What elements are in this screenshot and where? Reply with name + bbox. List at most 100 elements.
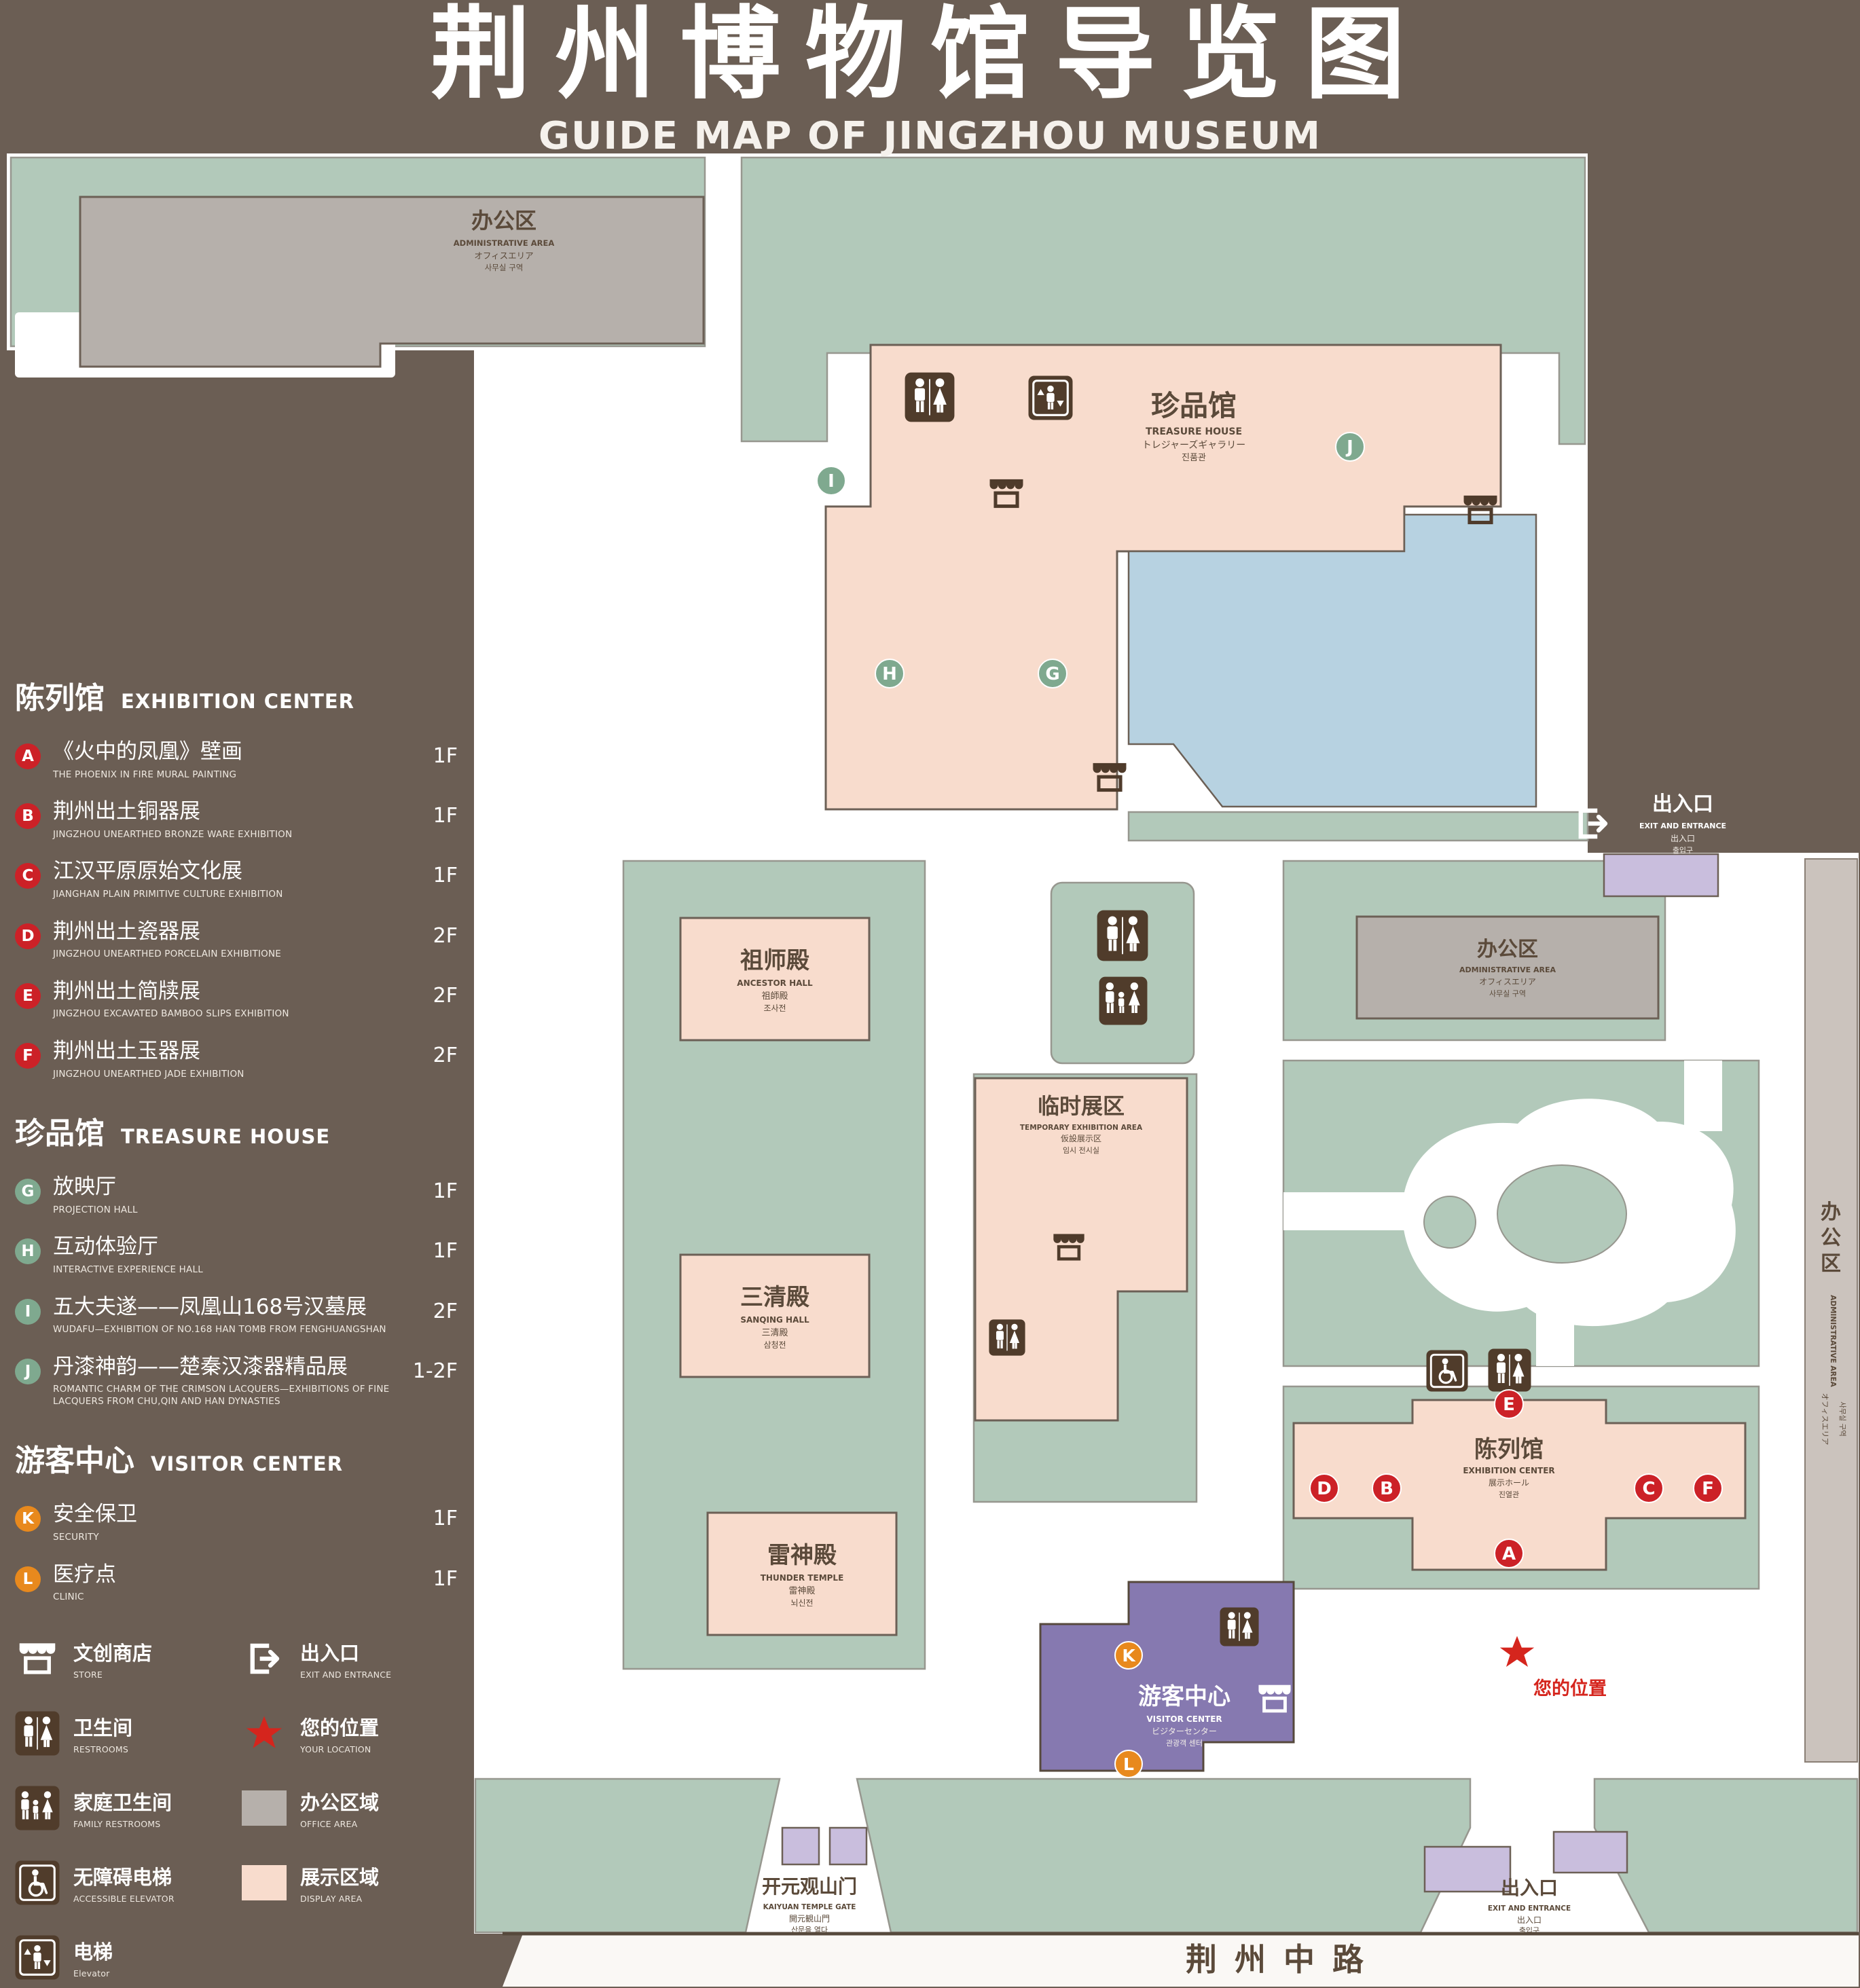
legend-item-F: F 荆州出土玉器展 JINGZHOU UNEARTHED JADE EXHIBI… — [15, 1039, 458, 1080]
symbol-label-en: ACCESSIBLE ELEVATOR — [73, 1893, 175, 1904]
family-restrooms-icon — [15, 1786, 60, 1830]
svg-text:A: A — [1502, 1544, 1516, 1564]
badge-L: L — [1114, 1750, 1143, 1778]
badge-A: A — [15, 743, 41, 769]
badge-E: E — [15, 982, 41, 1009]
legend-section-treasure-house: 珍品馆 TREASURE HOUSE G 放映厅 PROJECTION HALL… — [15, 1109, 458, 1407]
badge-B: B — [15, 803, 41, 830]
garden-island — [1497, 1164, 1627, 1264]
ancestor-hall-label-jp: 祖師殿 — [761, 991, 788, 1001]
temporary-exhibition-label-kr: 임시 전시실 — [1063, 1146, 1099, 1155]
symbol-label: 出入口 — [300, 1641, 360, 1665]
legend-symbol-display-area: 展示区域 DISPLAY AREA — [242, 1860, 458, 1905]
badge-D: D — [1309, 1473, 1339, 1503]
legend-item-G: G 放映厅 PROJECTION HALL 1F — [15, 1175, 458, 1216]
symbol-label-en: RESTROOMS — [73, 1744, 129, 1754]
restrooms-icon — [1488, 1348, 1531, 1392]
section-title-zh: 珍品馆 — [15, 1116, 105, 1152]
legend-section-exhibition-center: 陈列馆 EXHIBITION CENTER A 《火中的凤凰》壁画 THE PH… — [15, 674, 458, 1080]
item-floor: 2F — [433, 1299, 458, 1323]
svg-text:G: G — [1045, 664, 1059, 684]
visitor-center-label-kr: 관광객 센터 — [1166, 1739, 1203, 1748]
legend-symbol-restrooms: 卫生间 RESTROOMS — [15, 1711, 242, 1756]
symbol-label-en: DISPLAY AREA — [300, 1893, 363, 1904]
section-title-zh: 游客中心 — [15, 1443, 134, 1479]
item-title: 丹漆神韵——楚秦汉漆器精品展 — [53, 1354, 348, 1379]
exit-right-label-kr: 출입구 — [1673, 846, 1693, 855]
exit-bottom-label-jp: 出入口 — [1517, 1915, 1542, 1925]
svg-text:B: B — [1380, 1479, 1393, 1499]
ancestor-hall-label-kr: 조사전 — [763, 1004, 786, 1013]
admin-mid-label-kr: 사무실 구역 — [1489, 989, 1526, 998]
svg-text:D: D — [1317, 1479, 1332, 1499]
gate-label: 开元观山门 — [762, 1875, 857, 1898]
symbol-label: 办公区域 — [300, 1790, 380, 1814]
legend-item-D: D 荆州出土瓷器展 JINGZHOU UNEARTHED PORCELAIN E… — [15, 919, 458, 961]
thunder-temple-building — [706, 1511, 898, 1636]
legend-section-heading: 珍品馆 TREASURE HOUSE — [15, 1109, 458, 1152]
symbol-label: 家庭卫生间 — [73, 1790, 172, 1814]
legend-symbols: 文创商店 STORE 出入口 EXIT AND ENTRANCE 卫生间 RES… — [15, 1636, 458, 1980]
svg-text:E: E — [1503, 1395, 1515, 1415]
item-subtitle: ROMANTIC CHARM OF THE CRIMSON LACQUERS—E… — [53, 1384, 390, 1407]
location-star-icon — [242, 1711, 287, 1756]
exit-right-label-jp: 出入口 — [1671, 834, 1695, 843]
exit-right-structure — [1603, 853, 1719, 898]
badge-G: G — [15, 1179, 41, 1205]
exhibition-center-building — [1292, 1399, 1747, 1571]
exhibition-center-label-en: EXHIBITION CENTER — [1463, 1466, 1554, 1475]
visitor-center-label-en: VISITOR CENTER — [1146, 1714, 1222, 1724]
exit-right-label: 出入口 — [1652, 792, 1713, 816]
temporary-exhibition-label: 临时展区 — [1038, 1093, 1125, 1119]
page-title-en: GUIDE MAP OF JINGZHOU MUSEUM — [538, 113, 1321, 158]
item-title: 五大夫遂——凤凰山168号汉墓展 — [53, 1294, 367, 1319]
restrooms-icon — [15, 1711, 60, 1756]
symbol-label-en: Elevator — [73, 1968, 110, 1978]
ancestor-hall-building — [679, 917, 871, 1042]
item-title: 医疗点 — [53, 1562, 116, 1587]
item-subtitle: PROJECTION HALL — [53, 1204, 138, 1215]
gate-label-jp: 開元観山門 — [789, 1914, 830, 1923]
exit-bottom-structure-right — [1552, 1830, 1628, 1874]
green-band-middle — [856, 1778, 1472, 1934]
gate-label-kr: 산문을 열다 — [791, 1926, 828, 1934]
symbol-label: 文创商店 — [73, 1641, 153, 1665]
elevator-icon — [15, 1935, 60, 1980]
exhibition-center-label: 陈列馆 — [1474, 1436, 1544, 1463]
garden-path-west — [1283, 1192, 1412, 1230]
svg-text:L: L — [1123, 1754, 1134, 1774]
green-band-left — [474, 1778, 781, 1934]
symbol-label-en: EXIT AND ENTRANCE — [300, 1669, 392, 1680]
symbol-label-en: OFFICE AREA — [300, 1818, 358, 1829]
item-title: 江汉平原原始文化展 — [53, 859, 242, 884]
legend-symbol-office-area: 办公区域 OFFICE AREA — [242, 1786, 458, 1830]
item-subtitle: JIANGHAN PLAIN PRIMITIVE CULTURE EXHIBIT… — [53, 889, 283, 900]
badge-K: K — [15, 1506, 41, 1532]
svg-text:F: F — [1702, 1479, 1714, 1499]
item-subtitle: JINGZHOU UNEARTHED JADE EXHIBITION — [53, 1068, 244, 1080]
symbol-label: 您的位置 — [300, 1716, 380, 1740]
legend-symbol-family-restrooms: 家庭卫生间 FAMILY RESTROOMS — [15, 1786, 242, 1830]
exit-icon — [242, 1636, 287, 1681]
legend-item-A: A 《火中的凤凰》壁画 THE PHOENIX IN FIRE MURAL PA… — [15, 739, 458, 781]
symbol-label: 无障碍电梯 — [73, 1865, 172, 1889]
item-floor: 1-2F — [412, 1359, 458, 1383]
sanqing-hall-label-kr: 삼청전 — [763, 1340, 786, 1350]
gate-pillar-left — [781, 1826, 820, 1866]
road-name: 荆州中路 — [1186, 1941, 1381, 1978]
item-title: 《火中的凤凰》壁画 — [53, 739, 242, 764]
badge-H: H — [15, 1238, 41, 1265]
symbol-label-en: STORE — [73, 1669, 103, 1680]
svg-text:I: I — [828, 471, 835, 492]
page-title: 荆州博物馆导览图 — [430, 0, 1430, 113]
store-icon — [15, 1636, 60, 1681]
badge-G: G — [1038, 659, 1068, 688]
section-title-zh: 陈列馆 — [15, 681, 105, 716]
legend-item-L: L 医疗点 CLINIC 1F — [15, 1562, 458, 1604]
badge-L: L — [15, 1566, 41, 1592]
badge-K: K — [1114, 1641, 1143, 1670]
item-floor: 2F — [433, 983, 458, 1008]
badge-F: F — [15, 1042, 41, 1069]
elevator-icon — [1028, 374, 1073, 422]
